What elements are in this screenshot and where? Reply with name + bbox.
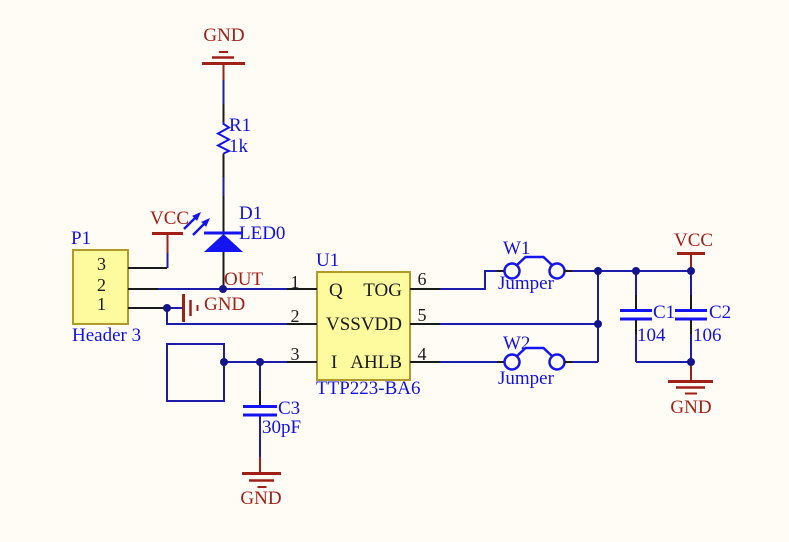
- p1-pin1-number: 1: [97, 294, 106, 314]
- wire-p1-pin1-to-vss[interactable]: [166, 308, 287, 325]
- u1-pin6-number: 6: [417, 269, 427, 289]
- c3-designator: C3: [278, 398, 301, 419]
- touch-pad-symbol[interactable]: [166, 343, 225, 402]
- header-p1-pin-stubs[interactable]: [128, 267, 167, 309]
- ic-u1-pin-stubs[interactable]: [287, 288, 440, 363]
- u1-pin1-number: 1: [290, 272, 300, 292]
- u1-pin-vdd-name: VDD: [360, 314, 402, 335]
- capacitor-c2-symbol[interactable]: [675, 295, 707, 334]
- vcc-right-label: VCC: [674, 230, 714, 251]
- c3-value: 30pF: [262, 417, 302, 438]
- u1-designator: U1: [316, 250, 340, 271]
- p1-designator: P1: [71, 228, 92, 249]
- w1-designator: W1: [503, 238, 531, 259]
- p1-pin2-number: 2: [97, 275, 106, 295]
- w2-designator: W2: [503, 333, 531, 354]
- u1-pin5-number: 5: [417, 305, 427, 325]
- c2-value: 106: [693, 325, 722, 346]
- gnd-left-label: GND: [204, 294, 246, 315]
- junction-dots: [163, 267, 695, 366]
- vcc-power-symbol-left[interactable]: [152, 232, 183, 254]
- ic-u1-body[interactable]: [316, 271, 411, 381]
- w2-value: Jumper: [498, 368, 554, 389]
- capacitor-c1-symbol[interactable]: [620, 295, 652, 334]
- u1-pin-i-name: I: [331, 352, 338, 373]
- p1-value: Header 3: [72, 325, 142, 346]
- r1-designator: R1: [229, 115, 252, 136]
- d1-designator: D1: [239, 203, 263, 224]
- led-d1-symbol[interactable]: [183, 196, 243, 289]
- resistor-r1-symbol[interactable]: [215, 104, 232, 177]
- jumper-w1-symbol[interactable]: [497, 255, 572, 280]
- u1-pin-tog-name: TOG: [363, 280, 402, 301]
- jumper-w2-symbol[interactable]: [497, 346, 572, 371]
- u1-pin-q-name: Q: [329, 280, 343, 301]
- gnd-bottom-label: GND: [240, 488, 282, 509]
- wire-u1-pin6-to-w1[interactable]: [440, 270, 497, 290]
- u1-pin4-number: 4: [417, 344, 427, 364]
- u1-value: TTP223-BA6: [316, 378, 421, 399]
- vcc-left-label: VCC: [150, 208, 190, 229]
- d1-value: LED0: [239, 223, 286, 244]
- capacitor-c3-symbol[interactable]: [243, 391, 277, 417]
- gnd-top-label: GND: [203, 25, 245, 46]
- p1-pin3-number: 3: [97, 254, 106, 274]
- u1-pin-vss-name: VSS: [326, 314, 361, 335]
- u1-pin3-number: 3: [290, 344, 300, 364]
- c2-designator: C2: [709, 302, 732, 323]
- c1-designator: C1: [653, 302, 676, 323]
- u1-pin-ahlb-name: AHLB: [350, 352, 402, 373]
- led-emission-arrows-icon: [183, 212, 210, 236]
- gnd-power-symbol-left[interactable]: [182, 294, 199, 322]
- gnd-power-symbol-bottom[interactable]: [242, 457, 281, 488]
- u1-pin2-number: 2: [290, 306, 300, 326]
- gnd-right-label: GND: [670, 397, 712, 418]
- gnd-power-symbol-top[interactable]: [202, 51, 245, 80]
- c1-value: 104: [637, 325, 666, 346]
- out-net-label: OUT: [224, 269, 264, 290]
- r1-value: 1k: [229, 136, 248, 157]
- gnd-power-symbol-right[interactable]: [668, 362, 713, 395]
- w1-value: Jumper: [498, 273, 554, 294]
- header-p1-body[interactable]: [72, 249, 129, 325]
